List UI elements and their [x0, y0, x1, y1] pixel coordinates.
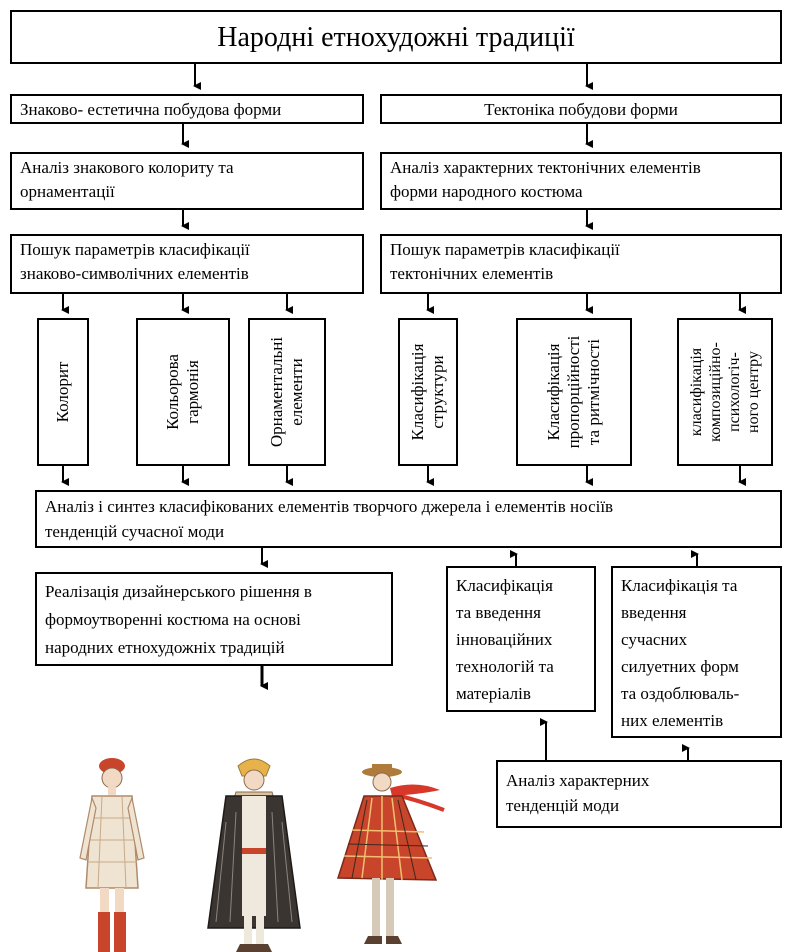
vertical-box-ornament: Орнаментальні елементи — [248, 318, 326, 466]
branch-left-box: Знаково- естетична побудова форми — [10, 94, 364, 124]
silhouette-line: Класифікація та — [621, 576, 738, 595]
vertical-box-line: Орнаментальні — [267, 336, 286, 448]
right-analysis-line: форми народного костюма — [390, 182, 583, 201]
vertical-box-line: Кольорова — [163, 354, 182, 430]
realization-box: Реалізація дизайнерського рішення в форм… — [35, 572, 393, 666]
silhouette-line: них елементів — [621, 711, 724, 730]
right-analysis-line: Аналіз характерних тектонічних елементів — [390, 158, 701, 177]
realization-line: Реалізація дизайнерського рішення в — [45, 582, 312, 601]
synthesis-line: тенденцій сучасної моди — [45, 522, 225, 541]
vertical-box-proportion: Класифікація пропорційності та ритмічнос… — [516, 318, 632, 466]
silhouette-line: силуетних форм — [621, 657, 739, 676]
right-search-line: Пошук параметрів класифікації — [390, 240, 620, 259]
right-analysis-box: Аналіз характерних тектонічних елементів… — [380, 152, 782, 210]
vertical-box-composition: класифікація композиційно- психологіч- н… — [677, 318, 773, 466]
right-search-line: тектонічних елементів — [390, 264, 554, 283]
fashion-figure-3 — [336, 764, 445, 944]
left-search-box: Пошук параметрів класифікації знаково-си… — [10, 234, 364, 294]
trends-line: тенденцій моди — [506, 796, 620, 815]
trends-box: Аналіз характерних тенденцій моди — [496, 760, 782, 828]
innovation-line: інноваційних — [456, 630, 553, 649]
vertical-box-line: ного центру — [745, 351, 762, 433]
right-search-box: Пошук параметрів класифікації тектонічни… — [380, 234, 782, 294]
vertical-box-line: психологіч- — [726, 352, 743, 432]
title-box: Народні етнохудожні традиції — [10, 10, 782, 64]
vertical-box-line: Класифікація — [544, 343, 563, 441]
vertical-box-text: класифікація композиційно- психологіч- н… — [687, 342, 763, 442]
left-analysis-box: Аналіз знакового колориту та орнаментаці… — [10, 152, 364, 210]
left-analysis-line: Аналіз знакового колориту та — [20, 158, 234, 177]
silhouette-box: Класифікація та введення сучасних силует… — [611, 566, 782, 738]
synthesis-box: Аналіз і синтез класифікованих елементів… — [35, 490, 782, 548]
vertical-box-colorit: Колорит — [37, 318, 89, 466]
vertical-box-text: Класифікація структури — [408, 344, 448, 441]
vertical-box-text: Кольорова гармонія — [163, 354, 203, 430]
left-search-line: знаково-символічних елементів — [20, 264, 249, 283]
vertical-box-line: та ритмічності — [584, 338, 603, 446]
left-analysis-line: орнаментації — [20, 182, 115, 201]
vertical-box-line: класифікація — [688, 347, 705, 437]
fashion-figure-1 — [79, 758, 145, 952]
branch-right-label: Тектоніка побудови форми — [484, 100, 678, 119]
vertical-box-line: пропорційності — [564, 335, 583, 449]
vertical-box-line: композиційно- — [707, 342, 724, 442]
innovation-line: технологій та — [456, 657, 554, 676]
vertical-box-text: Класифікація пропорційності та ритмічнос… — [544, 336, 604, 449]
realization-line: формоутворенні костюма на основі — [45, 610, 301, 629]
trends-line: Аналіз характерних — [506, 771, 650, 790]
synthesis-line: Аналіз і синтез класифікованих елементів… — [45, 497, 614, 516]
vertical-box-line: гармонія — [183, 360, 202, 424]
left-search-line: Пошук параметрів класифікації — [20, 240, 250, 259]
silhouette-line: введення — [621, 603, 687, 622]
title-text: Народні етнохудожні традиції — [217, 22, 575, 53]
silhouette-line: та оздоблюваль- — [621, 684, 740, 703]
vertical-box-line: структури — [428, 355, 447, 429]
vertical-box-text: Колорит — [53, 362, 73, 423]
innovation-line: матеріалів — [456, 684, 531, 703]
branch-left-label: Знаково- естетична побудова форми — [20, 100, 282, 119]
branch-right-box: Тектоніка побудови форми — [380, 94, 782, 124]
innovation-line: Класифікація — [456, 576, 553, 595]
silhouette-line: сучасних — [621, 630, 688, 649]
vertical-box-line: Класифікація — [408, 343, 427, 441]
realization-line: народних етнохудожніх традицій — [45, 638, 285, 657]
vertical-box-text: Орнаментальні елементи — [267, 337, 307, 447]
vertical-box-structure: Класифікація структури — [398, 318, 458, 466]
fashion-figure-2 — [207, 758, 301, 952]
vertical-box-line: елементи — [287, 358, 306, 426]
innovation-line: та введення — [456, 603, 541, 622]
vertical-box-color-harmony: Кольорова гармонія — [136, 318, 230, 466]
innovation-box: Класифікація та введення інноваційних те… — [446, 566, 596, 712]
vertical-box-line: Колорит — [53, 361, 72, 423]
